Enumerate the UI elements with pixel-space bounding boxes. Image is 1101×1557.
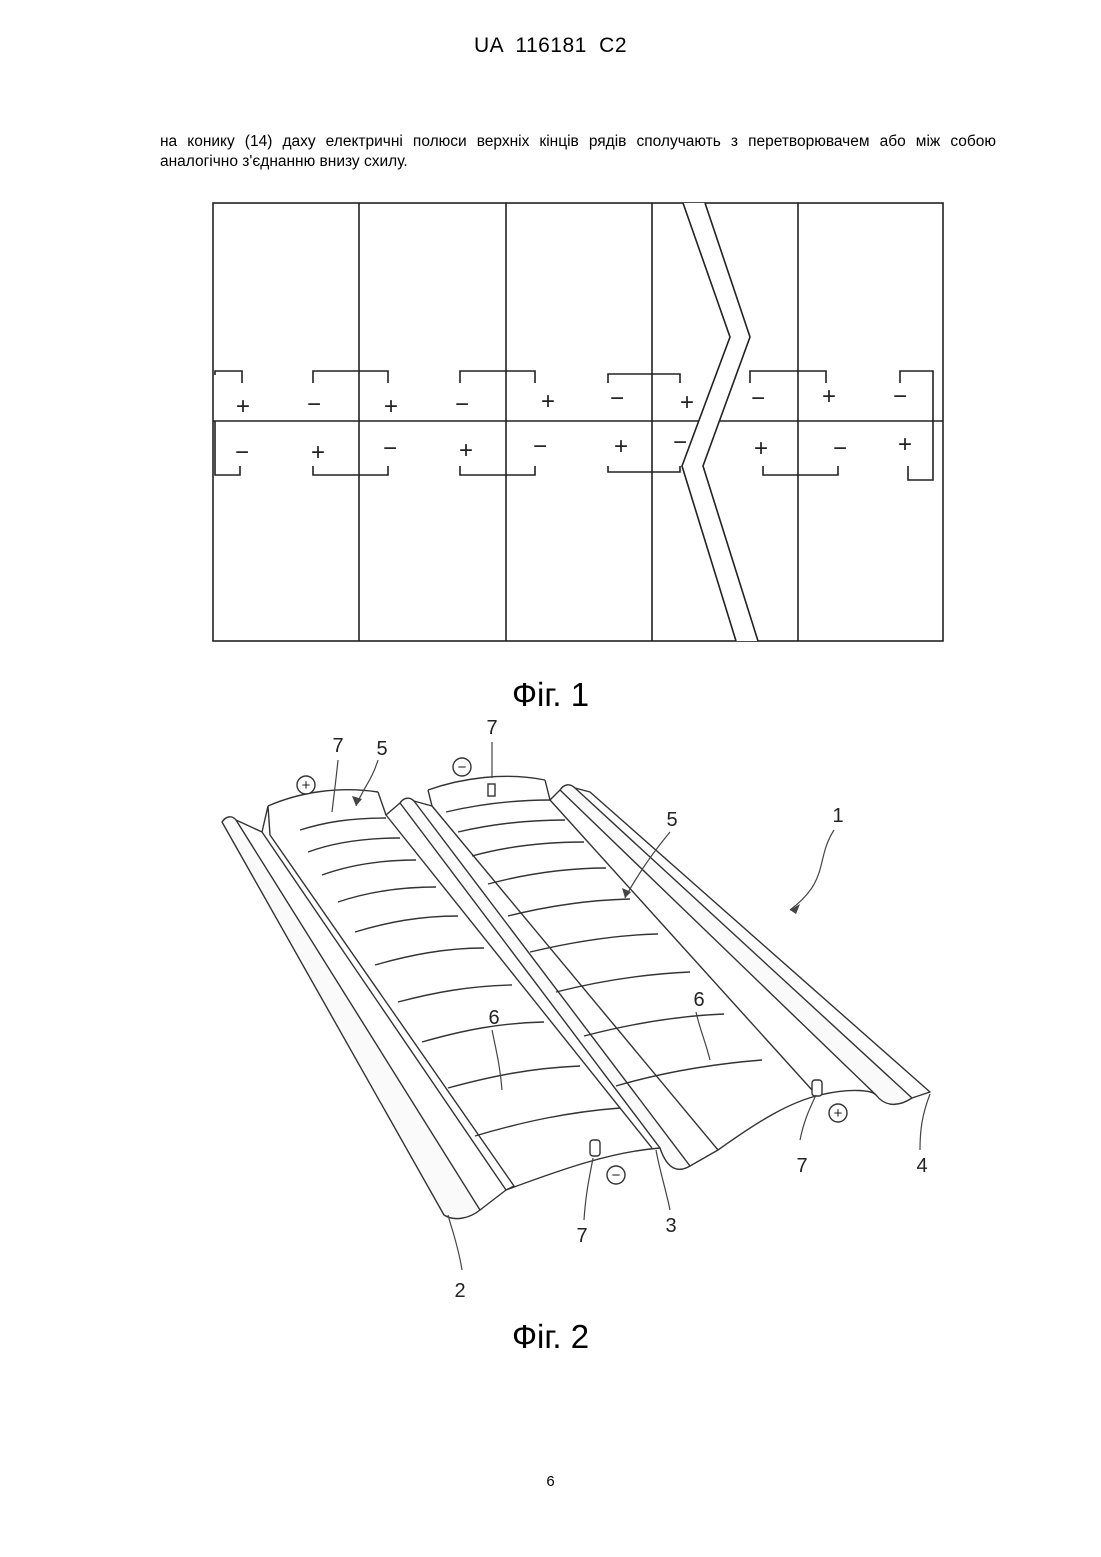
fig2-label-1: 1 bbox=[832, 805, 843, 827]
fig2-label-5: 5 bbox=[666, 809, 677, 831]
terminal-sign: − bbox=[458, 759, 467, 776]
terminal-sign: − bbox=[612, 1167, 621, 1184]
terminal-sign: + bbox=[302, 777, 311, 794]
fig2-label-6: 6 bbox=[693, 989, 704, 1011]
fig2-label-7: 7 bbox=[486, 717, 497, 739]
fig2-label-7: 7 bbox=[576, 1225, 587, 1247]
figure-2-drawing: + − − + 7 5 7 5 1 6 6 7 7 3 2 4 bbox=[0, 0, 1101, 1320]
fig2-label-2: 2 bbox=[454, 1280, 465, 1302]
fig2-label-7: 7 bbox=[796, 1155, 807, 1177]
fig2-label-7: 7 bbox=[332, 735, 343, 757]
fig2-label-3: 3 bbox=[665, 1215, 676, 1237]
figure-2-caption: Фіг. 2 bbox=[0, 1318, 1101, 1356]
terminal-sign: + bbox=[834, 1105, 843, 1122]
fig2-label-6: 6 bbox=[488, 1007, 499, 1029]
page-number: 6 bbox=[0, 1473, 1101, 1490]
fig2-label-5: 5 bbox=[376, 738, 387, 760]
fig2-label-4: 4 bbox=[916, 1155, 927, 1177]
